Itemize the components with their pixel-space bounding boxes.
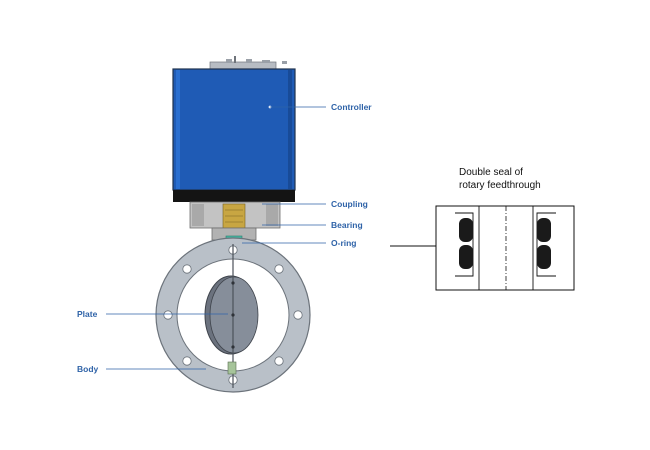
seal-ring-right-bottom: [537, 245, 551, 269]
seal-frame: [435, 205, 575, 291]
valve-body: [155, 237, 311, 393]
coupling-block-shade: [266, 204, 278, 226]
label-bearing: Bearing: [331, 220, 363, 230]
label-plate: Plate: [77, 309, 98, 319]
connector-tab: [226, 59, 232, 63]
shaft-bottom-fitting: [227, 361, 237, 375]
label-body: Body: [77, 364, 99, 374]
label-oring: O-ring: [331, 238, 357, 248]
seal-detail: Double seal of rotary feedthrough: [390, 167, 575, 291]
bolt-hole: [182, 264, 192, 274]
controller-side-rail-left: [176, 70, 180, 189]
connector-pin: [234, 56, 236, 63]
seal-ring-left-bottom: [459, 245, 473, 269]
controller-base: [173, 190, 295, 202]
plate-screw: [231, 313, 235, 317]
coupling-housing: [189, 201, 281, 245]
callout-labels: Controller Coupling Bearing O-ring Plate…: [77, 102, 372, 374]
bolt-hole: [163, 310, 173, 320]
connector-tab: [246, 59, 252, 63]
seal-groove-left: [455, 212, 474, 277]
label-coupling: Coupling: [331, 199, 368, 209]
bolt-hole: [274, 356, 284, 366]
connector-tab: [282, 61, 287, 64]
seal-note-line-1: Double seal of: [459, 167, 523, 178]
bolt-hole: [182, 356, 192, 366]
controller-housing: [172, 68, 296, 191]
seal-ring-right-top: [537, 218, 551, 242]
seal-note-line-2: rotary feedthrough: [459, 180, 541, 191]
leader-lines: [106, 106, 326, 370]
plate-screw: [231, 281, 235, 285]
bolt-hole: [274, 264, 284, 274]
controller-side-rail-right: [288, 70, 292, 189]
coupling-block-shade: [192, 204, 204, 226]
plate-screw: [231, 345, 235, 349]
controller-assembly: [172, 56, 296, 202]
seal-groove-right: [536, 212, 556, 277]
connector-tab: [262, 60, 270, 63]
seal-ring-left-top: [459, 218, 473, 242]
label-controller: Controller: [331, 102, 372, 112]
bolt-hole: [293, 310, 303, 320]
connector-cap: [209, 61, 277, 70]
